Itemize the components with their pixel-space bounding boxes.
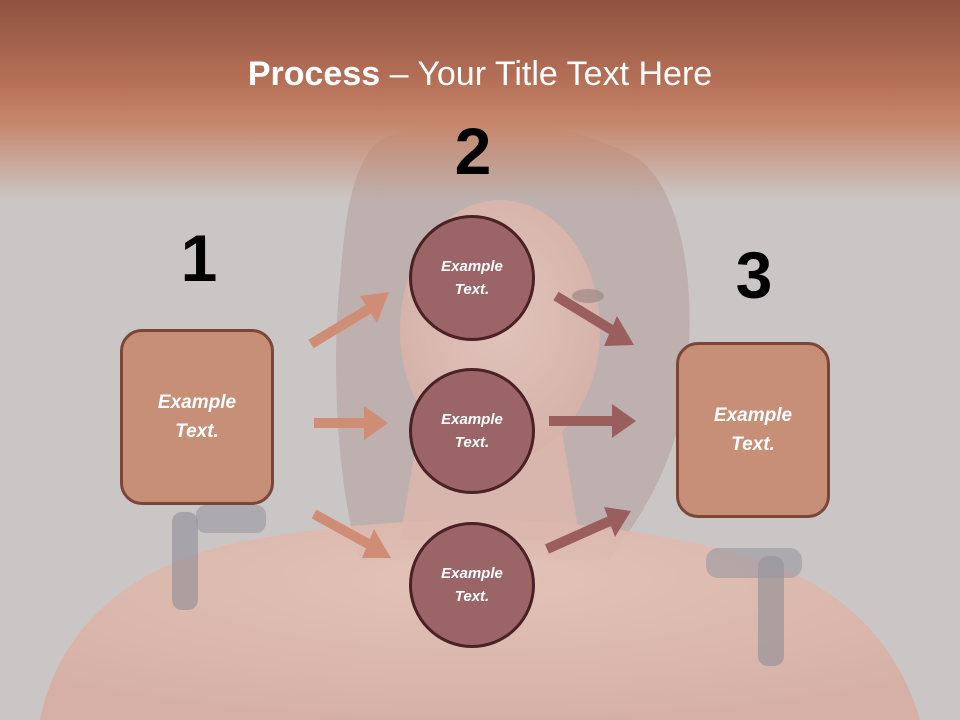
right-arrows [544, 291, 636, 554]
circle-bottom-text: Example Text. [441, 565, 503, 605]
step-number-2: 2 [454, 114, 492, 188]
arrow-down-right-left-head [362, 529, 391, 558]
left-arrows [308, 292, 391, 558]
arrow-up-right-right-head [604, 507, 631, 537]
step-3-box-text: Example Text. [713, 405, 793, 455]
arrow-down-right-right [553, 291, 618, 337]
arrow-right-right-head [612, 404, 636, 438]
circle-top-text: Example Text. [441, 258, 503, 298]
arrow-down-right-right-head [604, 316, 634, 346]
step-1-box-text: Example Text. [157, 392, 237, 442]
circle-middle-text: Example Text. [441, 411, 503, 451]
header-band [0, 0, 960, 200]
arrow-up-right-left-head [360, 292, 389, 323]
step-2-circle-top[interactable]: Example Text. [409, 215, 535, 341]
slide-title: Process – Your Title Text Here [0, 54, 960, 94]
title-bold: Process [247, 55, 381, 93]
step-number-1: 1 [180, 221, 218, 295]
arrow-down-right-left [311, 509, 375, 551]
step-2-circle-bottom[interactable]: Example Text. [409, 522, 535, 648]
title-rest: – Your Title Text Here [380, 55, 713, 93]
step-2-circle-middle[interactable]: Example Text. [409, 368, 535, 494]
arrow-up-right-right [544, 515, 615, 554]
arrow-right-left-head [364, 406, 388, 440]
step-1-box[interactable]: Example Text. [120, 329, 274, 505]
step-number-3: 3 [735, 238, 773, 312]
arrow-up-right-left [308, 302, 375, 349]
step-3-box[interactable]: Example Text. [676, 342, 830, 518]
